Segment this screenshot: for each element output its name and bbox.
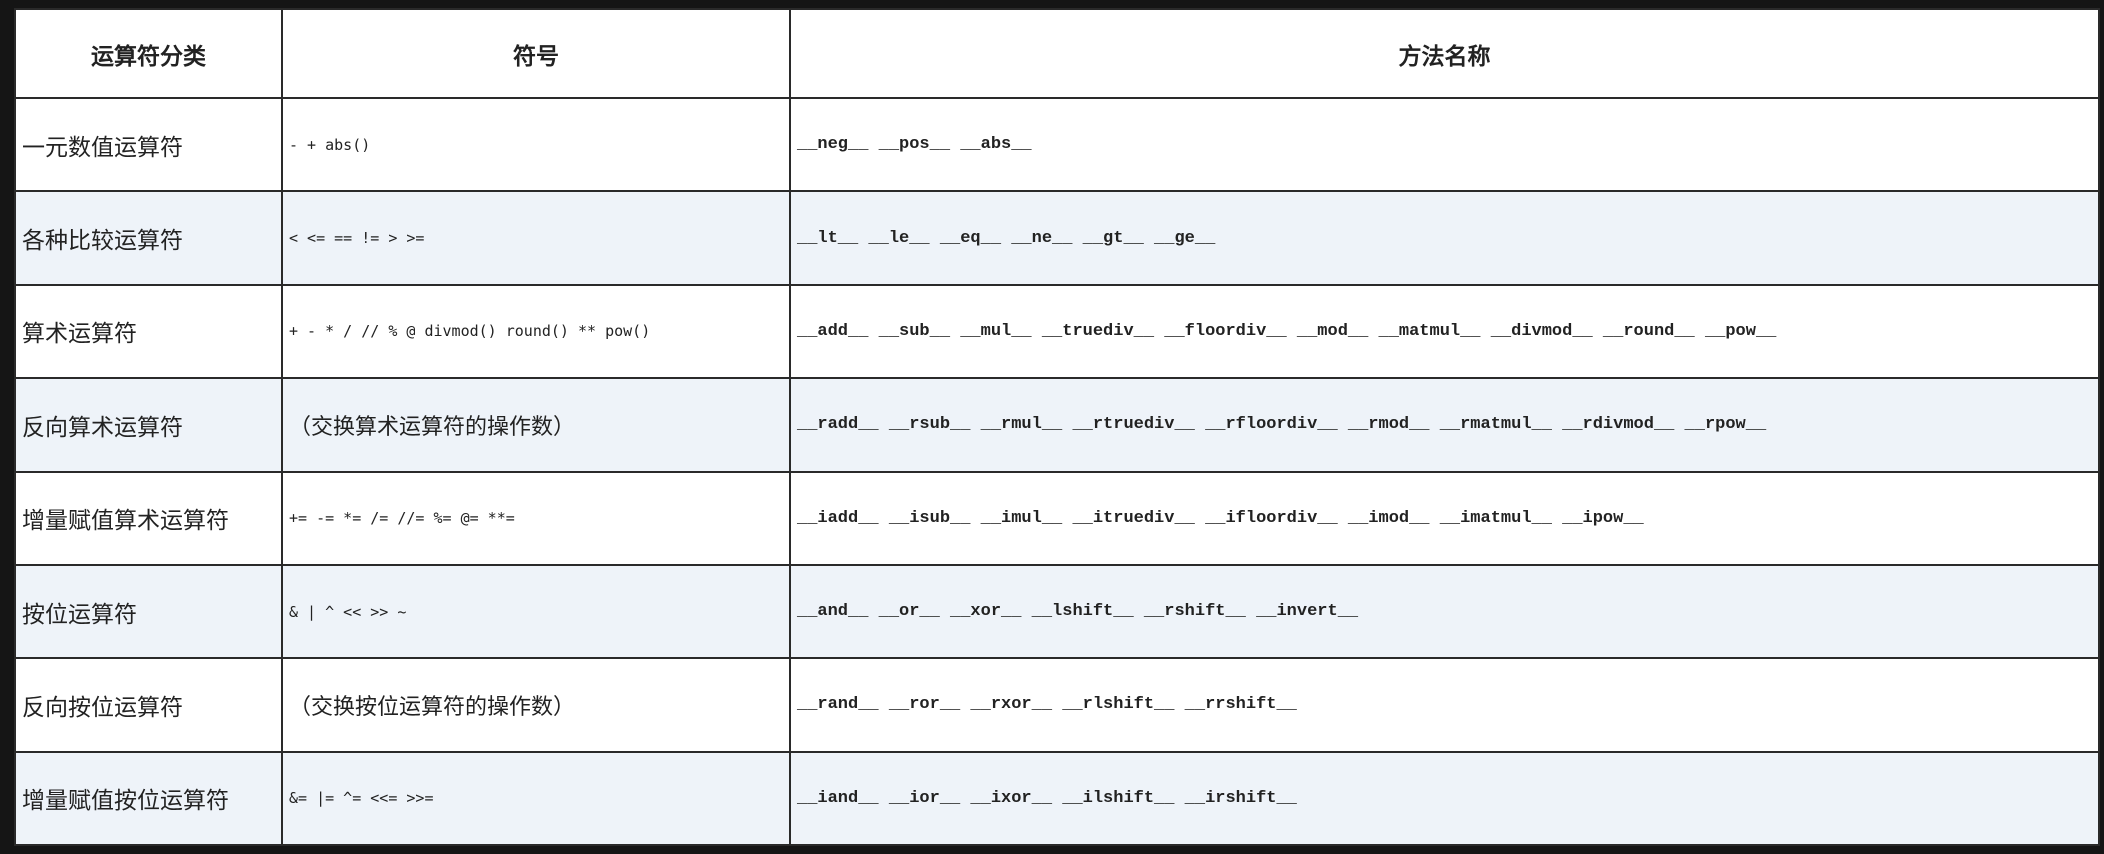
row-methods: __radd__ __rsub__ __rmul__ __rtruediv__ … (789, 377, 2100, 473)
table-row: 增量赋值算术运算符 += -= *= /= //= %= @= **= __ia… (14, 470, 2100, 566)
row-methods: __lt__ __le__ __eq__ __ne__ __gt__ __ge_… (789, 190, 2100, 286)
table-row: 算术运算符 + - * / // % @ divmod() round() **… (14, 283, 2100, 380)
header-category: 运算符分类 (14, 8, 283, 99)
table-row: 按位运算符 & | ^ << >> ~ __and__ __or__ __xor… (14, 563, 2100, 660)
row-methods: __rand__ __ror__ __rxor__ __rlshift__ __… (789, 657, 2100, 753)
table-row: 反向按位运算符 （交换按位运算符的操作数） __rand__ __ror__ _… (14, 657, 2100, 753)
row-methods: __iadd__ __isub__ __imul__ __itruediv__ … (789, 470, 2100, 566)
row-category: 算术运算符 (14, 283, 283, 380)
header-method-names: 方法名称 (789, 8, 2100, 99)
operator-table-container: 运算符分类 符号 方法名称 一元数值运算符 - + abs() __neg__ … (14, 8, 2100, 847)
row-symbols: （交换按位运算符的操作数） (281, 657, 791, 753)
row-symbols: &= |= ^= <<= >>= (281, 750, 791, 847)
table-row: 一元数值运算符 - + abs() __neg__ __pos__ __abs_… (14, 96, 2100, 193)
row-symbols: - + abs() (281, 96, 791, 193)
row-methods: __neg__ __pos__ __abs__ (789, 96, 2100, 193)
row-category: 按位运算符 (14, 563, 283, 660)
table-header-row: 运算符分类 符号 方法名称 (14, 8, 2100, 99)
row-category: 反向按位运算符 (14, 657, 283, 753)
row-category: 一元数值运算符 (14, 96, 283, 193)
row-category: 各种比较运算符 (14, 190, 283, 286)
row-category: 反向算术运算符 (14, 377, 283, 473)
table-row: 反向算术运算符 （交换算术运算符的操作数） __radd__ __rsub__ … (14, 377, 2100, 473)
row-symbols: （交换算术运算符的操作数） (281, 377, 791, 473)
operator-methods-table: 运算符分类 符号 方法名称 一元数值运算符 - + abs() __neg__ … (14, 8, 2100, 847)
row-methods: __iand__ __ior__ __ixor__ __ilshift__ __… (789, 750, 2100, 847)
row-symbols: < <= == != > >= (281, 190, 791, 286)
row-methods: __and__ __or__ __xor__ __lshift__ __rshi… (789, 563, 2100, 660)
row-category: 增量赋值算术运算符 (14, 470, 283, 566)
row-methods: __add__ __sub__ __mul__ __truediv__ __fl… (789, 283, 2100, 380)
row-symbols: += -= *= /= //= %= @= **= (281, 470, 791, 566)
table-row: 增量赋值按位运算符 &= |= ^= <<= >>= __iand__ __io… (14, 750, 2100, 847)
table-row: 各种比较运算符 < <= == != > >= __lt__ __le__ __… (14, 190, 2100, 286)
row-symbols: & | ^ << >> ~ (281, 563, 791, 660)
header-symbols: 符号 (281, 8, 791, 99)
row-symbols: + - * / // % @ divmod() round() ** pow() (281, 283, 791, 380)
row-category: 增量赋值按位运算符 (14, 750, 283, 847)
